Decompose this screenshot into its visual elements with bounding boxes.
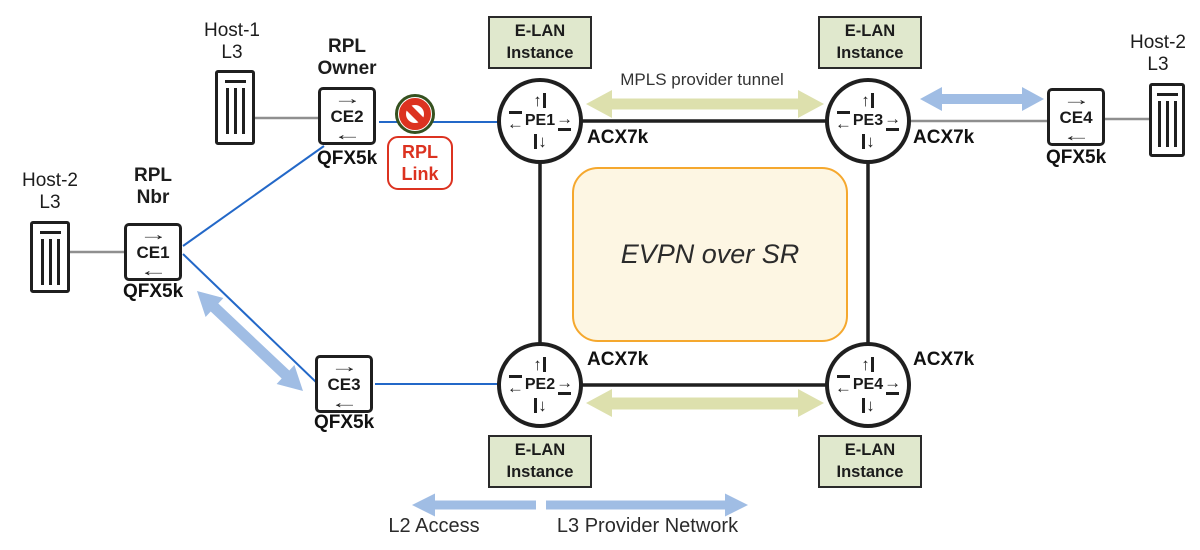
arrow-up-icon: ↑ <box>533 91 542 110</box>
ce-node-ce4: → CE4 ← <box>1047 88 1105 146</box>
evpn-core-box: EVPN over SR <box>572 167 848 342</box>
host2-right-icon <box>1149 83 1185 157</box>
pe4-model-label: ACX7k <box>913 349 975 370</box>
ce-node-ce3: → CE3 ← <box>315 355 373 413</box>
arrow-right-icon: → <box>884 374 901 396</box>
no-entry-icon <box>395 94 435 134</box>
ce-name: CE1 <box>136 242 170 262</box>
arrow-up-icon: ↑ <box>861 91 870 110</box>
arrow-left-icon: ← <box>507 374 524 396</box>
mpls-tunnel-arrow-bottom <box>586 389 824 417</box>
pe-node-pe1: ↑ ← PE1 → ↓ <box>497 78 583 164</box>
arrow-down-icon: ↓ <box>866 396 875 415</box>
mpls-tunnel-label: MPLS provider tunnel <box>620 70 784 89</box>
pe2-model-label: ACX7k <box>587 349 649 370</box>
access-arrow-ce1-ce3 <box>197 291 303 391</box>
arrow-right-icon: → <box>556 110 573 132</box>
arrow-left-icon: ← <box>329 392 359 412</box>
access-arrow-pe3-ce4 <box>920 87 1044 111</box>
pe-name: PE1 <box>524 112 556 129</box>
ce-name: CE3 <box>327 374 361 394</box>
arrow-down-icon: ↓ <box>538 132 547 151</box>
pe-name: PE3 <box>852 112 884 129</box>
legend-l3-label: L3 Provider Network <box>556 515 739 537</box>
arrow-left-icon: ← <box>835 110 852 132</box>
evpn-core-label: EVPN over SR <box>620 239 800 269</box>
arrow-left-icon: ← <box>1061 125 1091 145</box>
arrow-right-icon: → <box>556 374 573 396</box>
ce1-model-label: QFX5k <box>123 281 184 302</box>
legend-arrow-l2 <box>412 493 536 517</box>
ce-node-ce1: → CE1 ← <box>124 223 182 281</box>
arrow-right-icon: → <box>138 224 168 244</box>
pe1-model-label: ACX7k <box>587 127 649 148</box>
arrow-left-icon: ← <box>332 124 362 144</box>
pe3-model-label: ACX7k <box>913 127 975 148</box>
mpls-tunnel-arrow-top <box>586 90 824 118</box>
pe-node-pe3: ↑ ← PE3 → ↓ <box>825 78 911 164</box>
arrow-right-icon: → <box>332 88 362 108</box>
host1-icon <box>215 70 255 145</box>
arrow-up-icon: ↑ <box>533 355 542 374</box>
arrow-right-icon: → <box>884 110 901 132</box>
ce-name: CE4 <box>1059 107 1093 127</box>
legend-l2-label: L2 Access <box>388 515 480 537</box>
link-ce1-ce3 <box>182 253 318 384</box>
ce2-model-label: QFX5k <box>317 148 378 169</box>
ce3-model-label: QFX5k <box>314 412 375 433</box>
arrow-right-icon: → <box>1061 89 1091 109</box>
host2-left-icon <box>30 221 70 293</box>
link-ce1-ce2 <box>182 145 325 247</box>
pe-name: PE4 <box>852 376 884 393</box>
pe-name: PE2 <box>524 376 556 393</box>
ce-name: CE2 <box>330 106 364 126</box>
arrow-left-icon: ← <box>507 110 524 132</box>
arrow-down-icon: ↓ <box>538 396 547 415</box>
legend-arrow-l3 <box>546 493 748 517</box>
arrow-left-icon: ← <box>138 260 168 280</box>
arrow-up-icon: ↑ <box>861 355 870 374</box>
arrow-down-icon: ↓ <box>866 132 875 151</box>
arrow-right-icon: → <box>329 356 359 376</box>
arrow-left-icon: ← <box>835 374 852 396</box>
pe-node-pe4: ↑ ← PE4 → ↓ <box>825 342 911 428</box>
ce4-model-label: QFX5k <box>1046 147 1107 168</box>
ce-node-ce2: → CE2 ← <box>318 87 376 145</box>
pe-node-pe2: ↑ ← PE2 → ↓ <box>497 342 583 428</box>
